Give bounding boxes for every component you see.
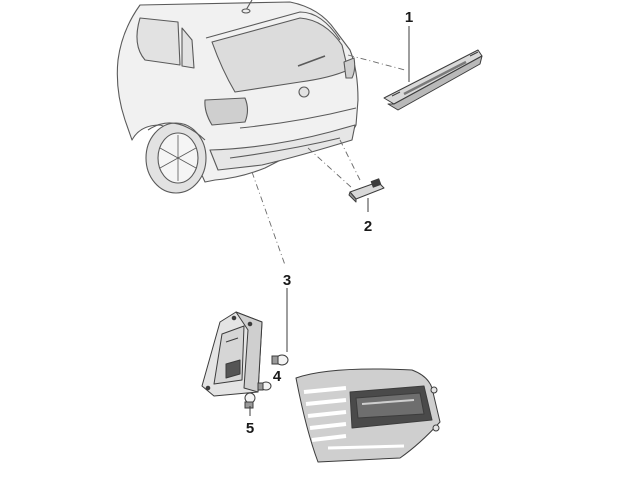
bulb-3-icon	[271, 354, 289, 366]
car-rear-icon	[116, 0, 359, 194]
tail-light-housing-icon	[201, 311, 263, 397]
callout-4: 4	[273, 368, 282, 385]
licence-plate-light-icon	[348, 178, 385, 203]
bulb-4-icon	[257, 381, 272, 391]
leader-lines	[251, 54, 406, 266]
third-brake-light-icon	[383, 49, 483, 111]
callout-3: 3	[283, 272, 291, 289]
callout-5: 5	[246, 420, 254, 437]
callout-2: 2	[364, 218, 372, 235]
bulb-5-icon	[244, 392, 256, 409]
callout-1: 1	[405, 9, 413, 26]
tail-light-lens-icon	[295, 368, 441, 463]
